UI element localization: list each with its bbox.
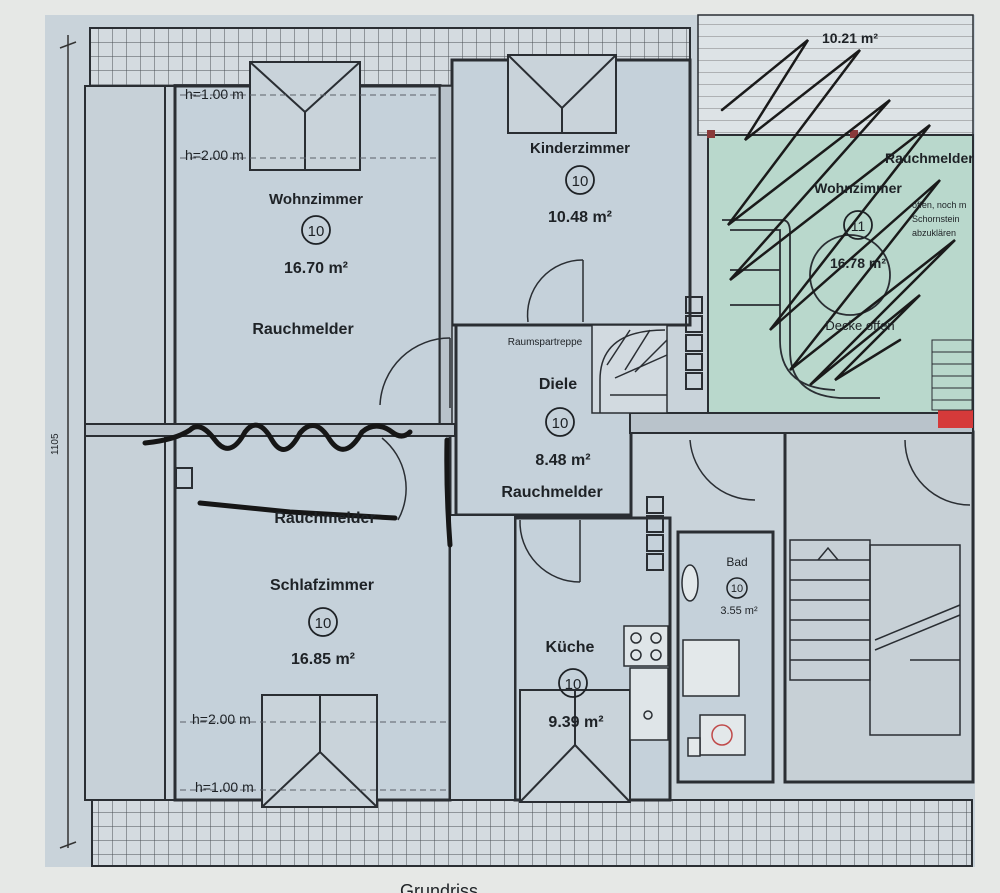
room-number: 10 [572,173,589,190]
room-name: Wohnzimmer [269,191,363,208]
scribble [720,39,956,386]
scribble [142,422,453,548]
room-wohnzimmer-right [707,134,974,414]
height-label: h=2.00 m [185,147,244,163]
room-number-circle [308,607,338,637]
dormer-window [249,61,361,171]
room-area: 10.48 m² [548,209,612,226]
kitchen-stove [623,625,669,741]
room-note: Rauchmelder [252,321,353,338]
room-number: 10 [565,676,582,693]
room-name: Schlafzimmer [270,577,374,594]
room-name: Bad [726,555,747,569]
room-name: Diele [539,376,577,393]
stairwell-steps [789,539,961,736]
room-note: Rauchmelder [274,510,375,527]
door-swing [379,259,971,583]
spiral-stair [591,324,668,414]
room-name: Küche [546,639,595,656]
room-number: 11 [851,218,866,234]
room-number: 10 [552,415,569,432]
dimension-text: 1105 [50,433,61,455]
room-area: 8.48 m² [535,452,590,469]
side-note: offen, noch m [912,200,966,210]
dormer-window [519,689,631,803]
room-name: Wohnzimmer [814,180,902,196]
room-area: 16.70 m² [284,260,348,277]
room-number-circle [565,165,595,195]
roof-strip-top-right [697,14,974,136]
chimney [175,296,703,571]
room-number-circle [545,407,575,437]
height-label: h=2.00 m [192,711,251,727]
dormer-window [261,694,378,808]
height-label: h=1.00 m [185,86,244,102]
room-area: 16.78 m² [830,255,886,271]
stair-label: Raumspartreppe [508,337,583,348]
side-note: Schornstein [912,214,960,224]
room-area: 16.85 m² [291,651,355,668]
room-number-circle [843,210,873,240]
room-note: Rauchmelder [885,150,974,166]
stairwell [783,430,975,784]
dimension-line: 1105 [50,35,77,849]
room-note: Rauchmelder [501,484,602,501]
dormer-window [507,54,617,134]
room-number-circle [558,668,588,698]
footer-text: Grundriss [400,881,478,893]
room-number-circle [726,577,748,599]
room-area: 9.39 m² [548,714,603,731]
room-name: Kinderzimmer [530,140,630,157]
room-number: 10 [308,223,325,240]
room-area: 3.55 m² [720,605,758,617]
side-note: abzuklären [912,228,956,238]
balcony-grid [931,339,973,411]
height-label: h=1.00 m [195,779,254,795]
roof-strip-bottom [91,799,973,867]
bathroom-fixtures [681,564,746,757]
room-number: 10 [731,583,743,595]
room-number-circle [301,215,331,245]
room-area: 10.21 m² [822,30,878,46]
room-number: 10 [315,615,332,632]
room-note: Decke offen [825,318,894,333]
